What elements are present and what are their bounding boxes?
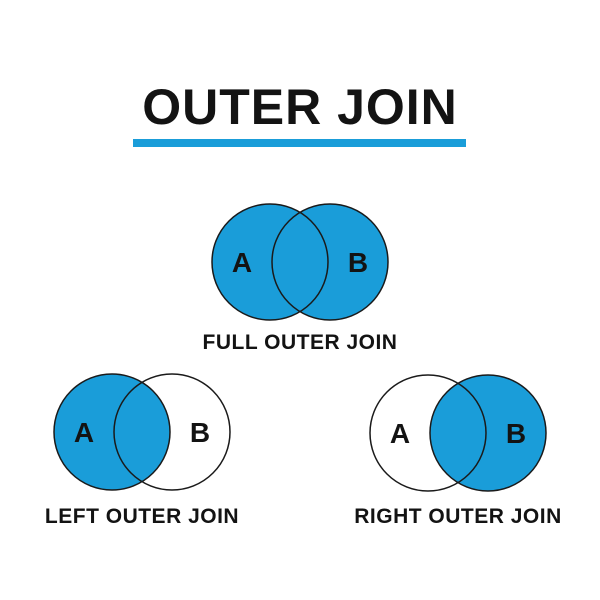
caption-left-outer-join: LEFT OUTER JOIN [44,505,240,528]
set-a-label: A [390,418,410,449]
circle-b-outline [429,374,547,492]
venn-left-outer-join: A B [53,373,231,491]
venn-full-outer-join: A B [211,203,389,321]
page-title: OUTER JOIN [142,79,458,135]
circle-b-fill [272,204,388,320]
caption-right-outer-join: RIGHT OUTER JOIN [354,505,562,528]
circle-a-fill [54,374,170,490]
circle-b-outline [113,373,231,491]
set-a-label: A [74,417,94,448]
title-underline-bar [133,139,466,147]
set-b-label: B [190,417,210,448]
set-b-label: B [506,418,526,449]
circle-a-outline [211,203,329,321]
set-a-label: A [232,247,252,278]
circle-b-outline [271,203,389,321]
set-b-label: B [348,247,368,278]
venn-right-outer-join: A B [369,374,547,492]
circle-b-fill [430,375,546,491]
circle-a-outline [369,374,487,492]
caption-full-outer-join: FULL OUTER JOIN [202,331,398,354]
circle-a-outline [53,373,171,491]
